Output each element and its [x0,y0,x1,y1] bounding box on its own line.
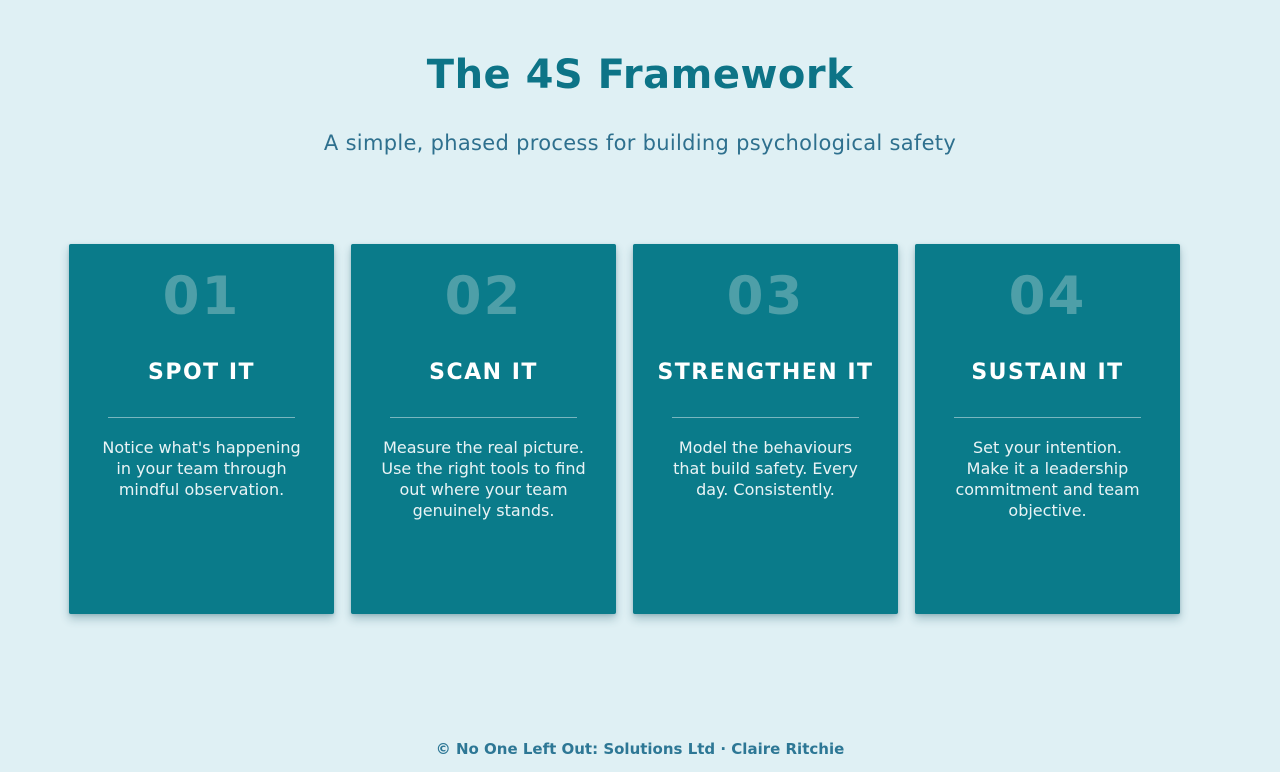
card-heading: SPOT IT [147,360,256,385]
footer-credit: © No One Left Out: Solutions Ltd · Clair… [435,740,845,758]
card-strengthen-it: 03 STRENGTHEN IT Model the behaviours th… [633,244,898,614]
page-title: The 4S Framework [426,52,854,98]
card-scan-it: 02 SCAN IT Measure the real picture. Use… [351,244,616,614]
card-divider [672,417,859,418]
card-heading: SCAN IT [429,360,538,385]
card-number: 03 [726,266,805,327]
card-body-text: Measure the real picture. Use the right … [381,438,586,520]
card-number: 04 [1008,266,1087,327]
card-heading: SUSTAIN IT [971,360,1124,385]
card-number: 02 [444,266,523,327]
card-body-text: Model the behaviours that build safety. … [673,438,858,499]
card-heading: STRENGTHEN IT [657,360,874,385]
card-body-text: Set your intention. Make it a leadership… [955,438,1140,520]
card-sustain-it: 04 SUSTAIN IT Set your intention. Make i… [915,244,1180,614]
card-divider [390,417,577,418]
card-body-text: Notice what's happening in your team thr… [102,438,301,499]
slide: The 4S Framework A simple, phased proces… [0,52,1280,772]
page-subtitle: A simple, phased process for building ps… [323,131,957,155]
card-number: 01 [162,266,241,327]
card-divider [954,417,1141,418]
cards-row: 01 SPOT IT Notice what's happening in yo… [69,244,1180,614]
card-spot-it: 01 SPOT IT Notice what's happening in yo… [69,244,334,614]
card-divider [108,417,295,418]
